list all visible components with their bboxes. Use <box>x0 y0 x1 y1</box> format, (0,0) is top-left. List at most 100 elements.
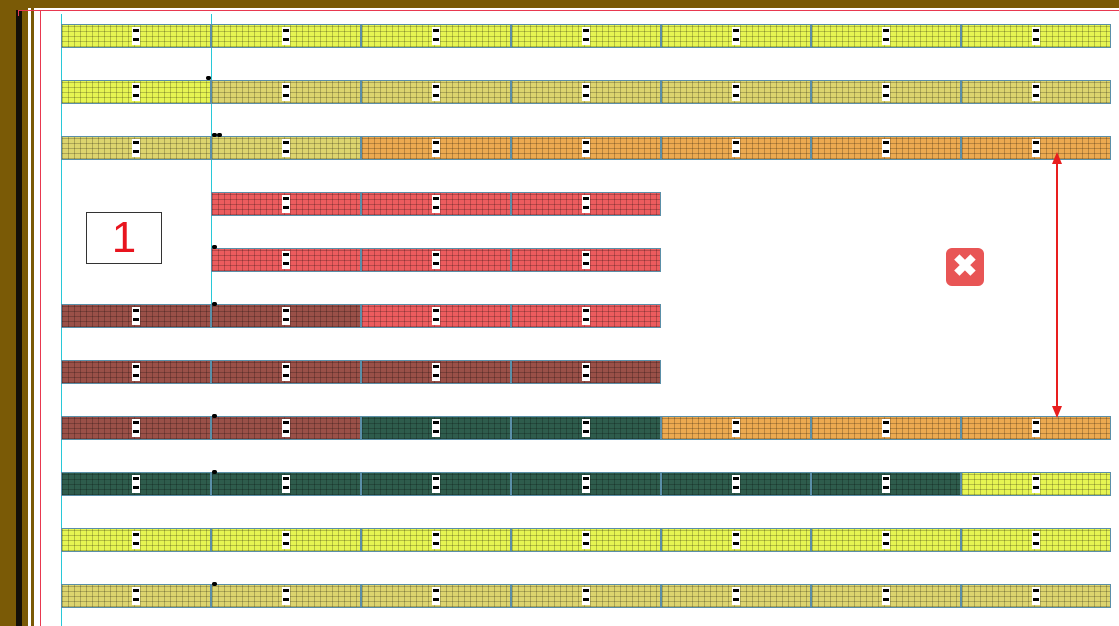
shelf-cell[interactable] <box>811 416 961 440</box>
shelf-cell-marker <box>1032 139 1040 157</box>
guide-marker <box>206 76 211 80</box>
guide-marker <box>212 582 217 586</box>
shelf-cell-marker <box>1032 475 1040 493</box>
shelf-cell-marker <box>1032 27 1040 45</box>
shelf-cell[interactable] <box>661 528 811 552</box>
shelf-cell[interactable] <box>211 360 361 384</box>
shelf-cell[interactable] <box>811 24 961 48</box>
shelf-cell-marker <box>882 27 890 45</box>
shelf-cell[interactable] <box>361 584 511 608</box>
guide-marker <box>212 414 217 418</box>
shelf-cell[interactable] <box>61 584 211 608</box>
shelf-cell[interactable] <box>661 416 811 440</box>
zone-label-box[interactable]: 1 <box>86 212 162 264</box>
shelf-cell[interactable] <box>361 24 511 48</box>
shelf-cell[interactable] <box>511 528 661 552</box>
margin-line-top <box>18 10 1119 11</box>
shelf-cell[interactable] <box>511 136 661 160</box>
shelf-cell-marker <box>582 27 590 45</box>
shelf-cell-marker <box>282 531 290 549</box>
shelf-cell-marker <box>282 195 290 213</box>
shelf-cell[interactable] <box>61 136 211 160</box>
shelf-cell[interactable] <box>361 304 511 328</box>
shelf-cell[interactable] <box>961 416 1111 440</box>
shelf-cell[interactable] <box>61 80 211 104</box>
double-arrow-icon[interactable] <box>1046 152 1068 418</box>
shelf-cell[interactable] <box>961 24 1111 48</box>
shelf-cell[interactable] <box>211 304 361 328</box>
shelf-cell[interactable] <box>511 416 661 440</box>
shelf-cell[interactable] <box>361 192 511 216</box>
shelf-cell-marker <box>732 587 740 605</box>
shelf-cell[interactable] <box>811 136 961 160</box>
shelf-cell[interactable] <box>361 528 511 552</box>
shelf-cell[interactable] <box>361 416 511 440</box>
shelf-cell-marker <box>432 363 440 381</box>
shelf-cell[interactable] <box>661 80 811 104</box>
shelf-cell[interactable] <box>211 472 361 496</box>
shelf-cell[interactable] <box>961 80 1111 104</box>
shelf-cell[interactable] <box>61 360 211 384</box>
shelf-cell[interactable] <box>61 24 211 48</box>
shelf-cell[interactable] <box>661 24 811 48</box>
shelf-cell[interactable] <box>661 584 811 608</box>
shelf-cell[interactable] <box>511 360 661 384</box>
close-icon[interactable]: ✖ <box>946 248 984 286</box>
shelf-cell-marker <box>432 251 440 269</box>
margin-line-left <box>40 10 41 626</box>
shelf-cell[interactable] <box>361 360 511 384</box>
shelf-cell-marker <box>1032 419 1040 437</box>
shelf-cell-marker <box>732 139 740 157</box>
shelf-cell[interactable] <box>361 472 511 496</box>
shelf-cell[interactable] <box>811 80 961 104</box>
shelf-cell[interactable] <box>211 416 361 440</box>
shelf-cell[interactable] <box>511 304 661 328</box>
shelf-cell[interactable] <box>811 472 961 496</box>
shelf-cell-marker <box>432 195 440 213</box>
shelf-cell[interactable] <box>961 472 1111 496</box>
shelf-cell[interactable] <box>511 80 661 104</box>
shelf-cell[interactable] <box>211 584 361 608</box>
shelf-cell[interactable] <box>511 584 661 608</box>
shelf-cell[interactable] <box>211 528 361 552</box>
shelf-cell[interactable] <box>361 248 511 272</box>
shelf-cell-marker <box>282 475 290 493</box>
shelf-cell-marker <box>432 27 440 45</box>
shelf-cell[interactable] <box>961 528 1111 552</box>
shelf-cell[interactable] <box>211 24 361 48</box>
shelf-cell[interactable] <box>511 24 661 48</box>
shelf-cell-marker <box>132 27 140 45</box>
shelf-cell-marker <box>582 195 590 213</box>
shelf-cell[interactable] <box>211 136 361 160</box>
shelf-cell[interactable] <box>361 80 511 104</box>
shelf-cell[interactable] <box>661 136 811 160</box>
shelf-cell[interactable] <box>211 80 361 104</box>
shelf-cell[interactable] <box>511 248 661 272</box>
guide-line-inner <box>211 14 212 314</box>
shelf-cell[interactable] <box>811 584 961 608</box>
shelf-cell[interactable] <box>961 584 1111 608</box>
shelf-cell[interactable] <box>211 192 361 216</box>
shelf-cell[interactable] <box>961 136 1111 160</box>
shelf-cell-marker <box>582 251 590 269</box>
shelf-cell[interactable] <box>61 416 211 440</box>
shelf-cell[interactable] <box>61 304 211 328</box>
shelf-cell[interactable] <box>511 472 661 496</box>
shelf-cell-marker <box>732 531 740 549</box>
shelf-cell-marker <box>132 475 140 493</box>
shelf-cell-marker <box>132 587 140 605</box>
shelf-cell[interactable] <box>361 136 511 160</box>
close-glyph: ✖ <box>952 250 978 283</box>
shelf-cell-marker <box>432 83 440 101</box>
shelf-cell-marker <box>282 307 290 325</box>
shelf-cell[interactable] <box>661 472 811 496</box>
shelf-cell-marker <box>882 139 890 157</box>
shelf-cell-marker <box>582 139 590 157</box>
shelf-cell[interactable] <box>61 528 211 552</box>
shelf-cell[interactable] <box>511 192 661 216</box>
shelf-cell[interactable] <box>211 248 361 272</box>
shelf-cell[interactable] <box>811 528 961 552</box>
shelf-cell-marker <box>732 419 740 437</box>
shelf-cell[interactable] <box>61 472 211 496</box>
